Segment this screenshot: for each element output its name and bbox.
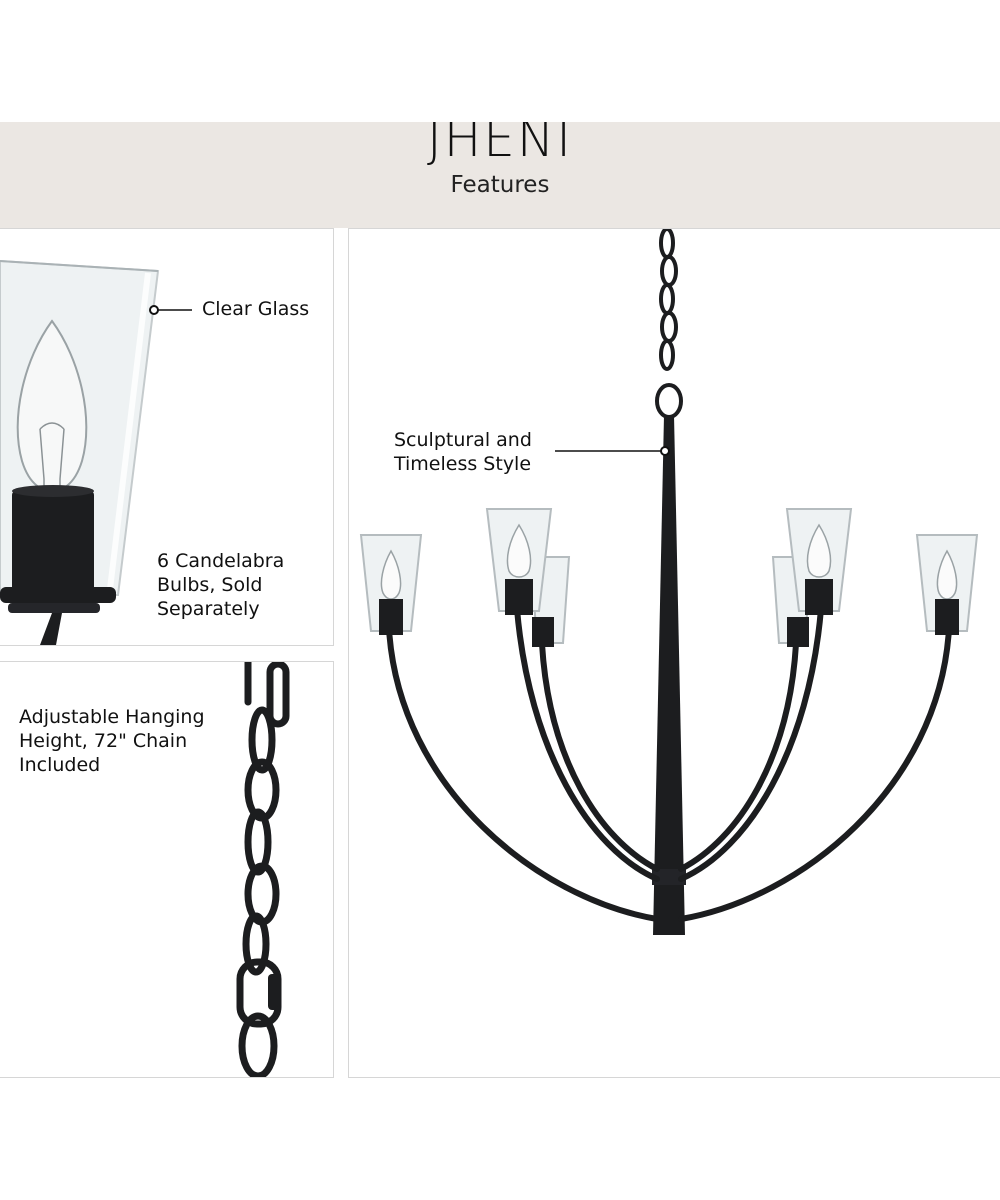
style-label-line: Sculptural and: [394, 429, 532, 451]
bulbs-label-line: 6 Candelabra: [157, 550, 285, 572]
bulbs-label: 6 Candelabra Bulbs, Sold Separately: [157, 549, 284, 621]
chandelier-illustration: [359, 229, 979, 935]
chain-label-line: Included: [19, 754, 101, 776]
style-label: Sculptural and Timeless Style: [394, 428, 532, 476]
bulbs-label-line: Bulbs, Sold: [157, 574, 263, 596]
chain-detail-panel: Adjustable Hanging Height, 72" Chain Inc…: [0, 661, 334, 1078]
chain-illustration: [236, 662, 290, 1077]
chain-label: Adjustable Hanging Height, 72" Chain Inc…: [19, 705, 205, 777]
bulbs-label-line: Separately: [157, 598, 260, 620]
style-label-line: Timeless Style: [394, 453, 532, 475]
page-subtitle: Features: [450, 172, 550, 198]
brand-name: JHENI: [426, 122, 574, 168]
glass-detail-panel: Clear Glass 6 Candelabra Bulbs, Sold Sep…: [0, 228, 334, 646]
chain-label-line: Height, 72" Chain: [19, 730, 188, 752]
chandelier-panel: Sculptural and Timeless Style: [348, 228, 1000, 1078]
glass-shade-illustration: [0, 259, 192, 645]
chain-label-line: Adjustable Hanging: [19, 706, 205, 728]
clear-glass-label: Clear Glass: [202, 298, 310, 320]
header-banner: JHENI Features: [0, 122, 1000, 228]
